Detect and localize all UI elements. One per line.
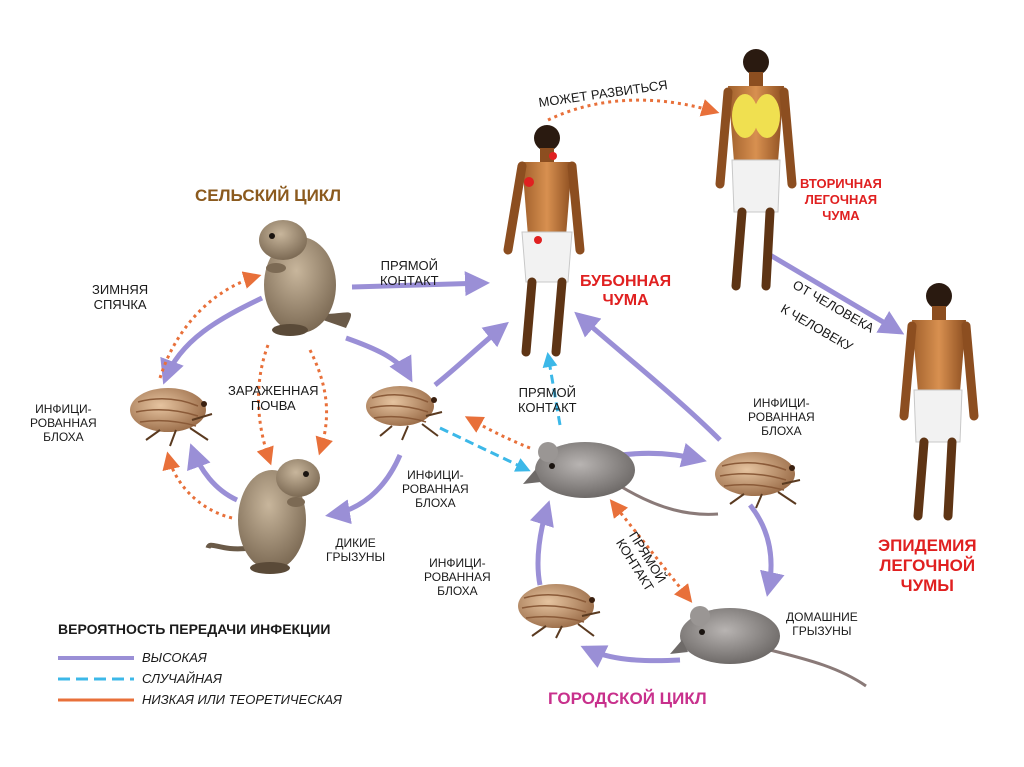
human-epidemic	[899, 283, 979, 521]
infected-soil-label: ЗАРАЖЕННАЯ ПОЧВА	[228, 383, 319, 413]
secondary-pneumonic-label: ВТОРИЧНАЯ ЛЕГОЧНАЯ ЧУМА	[800, 176, 882, 223]
flea-left	[130, 388, 213, 447]
low-probability-arrows	[158, 98, 720, 603]
urban-cycle-title: ГОРОДСКОЙ ЦИКЛ	[548, 689, 707, 708]
wild-rodent-bottom	[205, 459, 320, 574]
legend-title: ВЕРОЯТНОСТЬ ПЕРЕДАЧИ ИНФЕКЦИИ	[58, 621, 331, 637]
domestic-rodents-label: ДОМАШНИЕ ГРЫЗУНЫ	[786, 610, 858, 638]
flea-bottom	[518, 584, 601, 639]
rat-bottom	[670, 606, 867, 688]
direct-contact-mid-label: ПРЯМОЙ КОНТАКТ	[518, 385, 577, 415]
legend-high: ВЫСОКАЯ	[142, 650, 207, 665]
rat-center	[523, 442, 719, 516]
rural-cycle-title: СЕЛЬСКИЙ ЦИКЛ	[195, 186, 342, 205]
bubonic-plague-label: БУБОННАЯ ЧУМА	[580, 273, 672, 309]
wild-rodents-label: ДИКИЕ ГРЫЗУНЫ	[326, 536, 386, 564]
flea-middle	[366, 386, 443, 441]
legend-accidental: СЛУЧАЙНАЯ	[142, 671, 222, 686]
accidental-arrows	[439, 352, 562, 472]
wild-rodent-top	[259, 220, 352, 336]
hibernation-label: ЗИМНЯЯ СПЯЧКА	[92, 282, 149, 312]
infected-flea-right-label: ИНФИЦИ- РОВАННАЯ БЛОХА	[748, 396, 815, 438]
direct-contact-top-label: ПРЯМОЙ КОНТАКТ	[380, 258, 439, 288]
human-secondary-pneumonic	[715, 49, 797, 291]
infected-flea-mid-label: ИНФИЦИ- РОВАННАЯ БЛОХА	[402, 468, 469, 510]
infected-flea-bottom-label: ИНФИЦИ- РОВАННАЯ БЛОХА	[424, 556, 491, 598]
infected-flea-left-label: ИНФИЦИ- РОВАННАЯ БЛОХА	[30, 402, 97, 444]
high-probability-arrows	[160, 252, 905, 668]
epidemic-label: ЭПИДЕМИЯ ЛЕГОЧНОЙ ЧУМЫ	[878, 536, 977, 595]
legend-low: НИЗКАЯ ИЛИ ТЕОРЕТИЧЕСКАЯ	[142, 692, 342, 707]
flea-right	[715, 452, 801, 509]
human-bubonic	[503, 125, 585, 357]
